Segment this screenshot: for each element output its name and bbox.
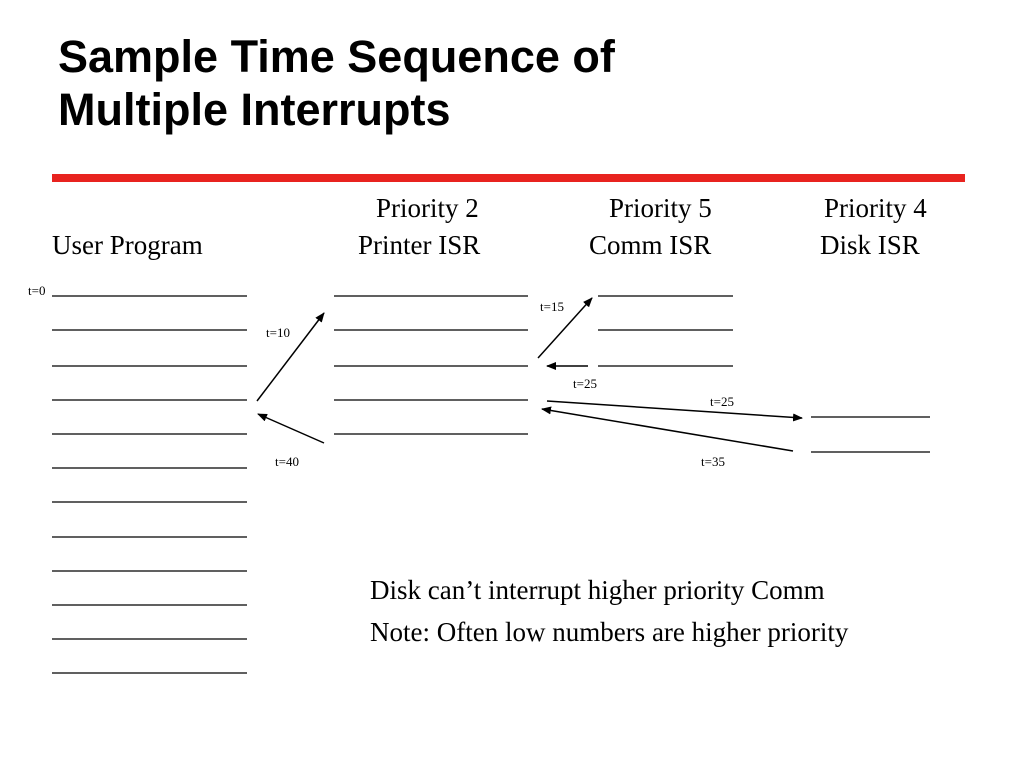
disk-isr-lines [811,416,930,453]
slide-title: Sample Time Sequence of Multiple Interru… [58,30,615,136]
title-line-2: Multiple Interrupts [58,84,451,135]
time-label-t10: t=10 [266,325,290,340]
time-label-t25-disk: t=25 [710,394,734,409]
arrow-disk-to-printer [541,406,794,452]
arrow-user-to-printer [256,312,325,402]
title-line-1: Sample Time Sequence of [58,31,615,82]
note-priority-rule: Disk can’t interrupt higher priority Com… [370,575,825,605]
time-label-t25-return: t=25 [573,376,597,391]
comm-isr-priority: Priority 5 [609,193,712,223]
user-program-header: User Program [52,230,203,260]
user-program-lines [52,295,247,674]
comm-isr-header: Comm ISR [589,230,712,260]
time-label-t15: t=15 [540,299,564,314]
disk-isr-header: Disk ISR [820,230,920,260]
time-label-t0: t=0 [28,283,46,298]
note-low-numbers: Note: Often low numbers are higher prior… [370,617,849,647]
time-label-t40: t=40 [275,454,299,469]
time-label-t35: t=35 [701,454,725,469]
transfer-arrows [256,297,803,452]
arrow-printer-to-comm [537,297,593,359]
disk-isr-priority: Priority 4 [824,193,927,223]
printer-isr-priority: Priority 2 [376,193,479,223]
arrow-printer-to-disk [546,400,803,422]
comm-isr-lines [598,295,733,367]
printer-isr-header: Printer ISR [358,230,481,260]
arrow-printer-to-user [257,413,325,444]
printer-isr-lines [334,295,528,435]
title-divider [52,174,965,182]
